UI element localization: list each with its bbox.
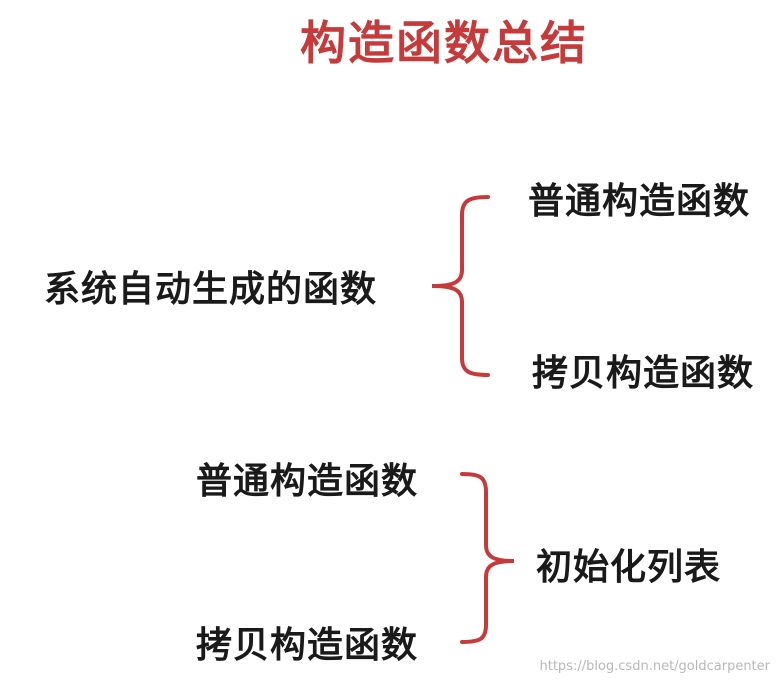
group1-source-label: 系统自动生成的函数 [44, 269, 378, 310]
group2-item-copy-constructor: 拷贝构造函数 [196, 625, 419, 666]
group2-right-brace [460, 472, 515, 644]
watermark-text: https://blog.csdn.net/goldcarpenter [539, 659, 770, 674]
page-title: 构造函数总结 [300, 16, 588, 70]
group2-target-label: 初始化列表 [536, 547, 722, 588]
group1-item-copy-constructor: 拷贝构造函数 [532, 353, 755, 394]
group1-left-brace [431, 195, 490, 377]
group1-item-normal-constructor: 普通构造函数 [528, 181, 751, 222]
group2-item-normal-constructor: 普通构造函数 [196, 461, 419, 502]
